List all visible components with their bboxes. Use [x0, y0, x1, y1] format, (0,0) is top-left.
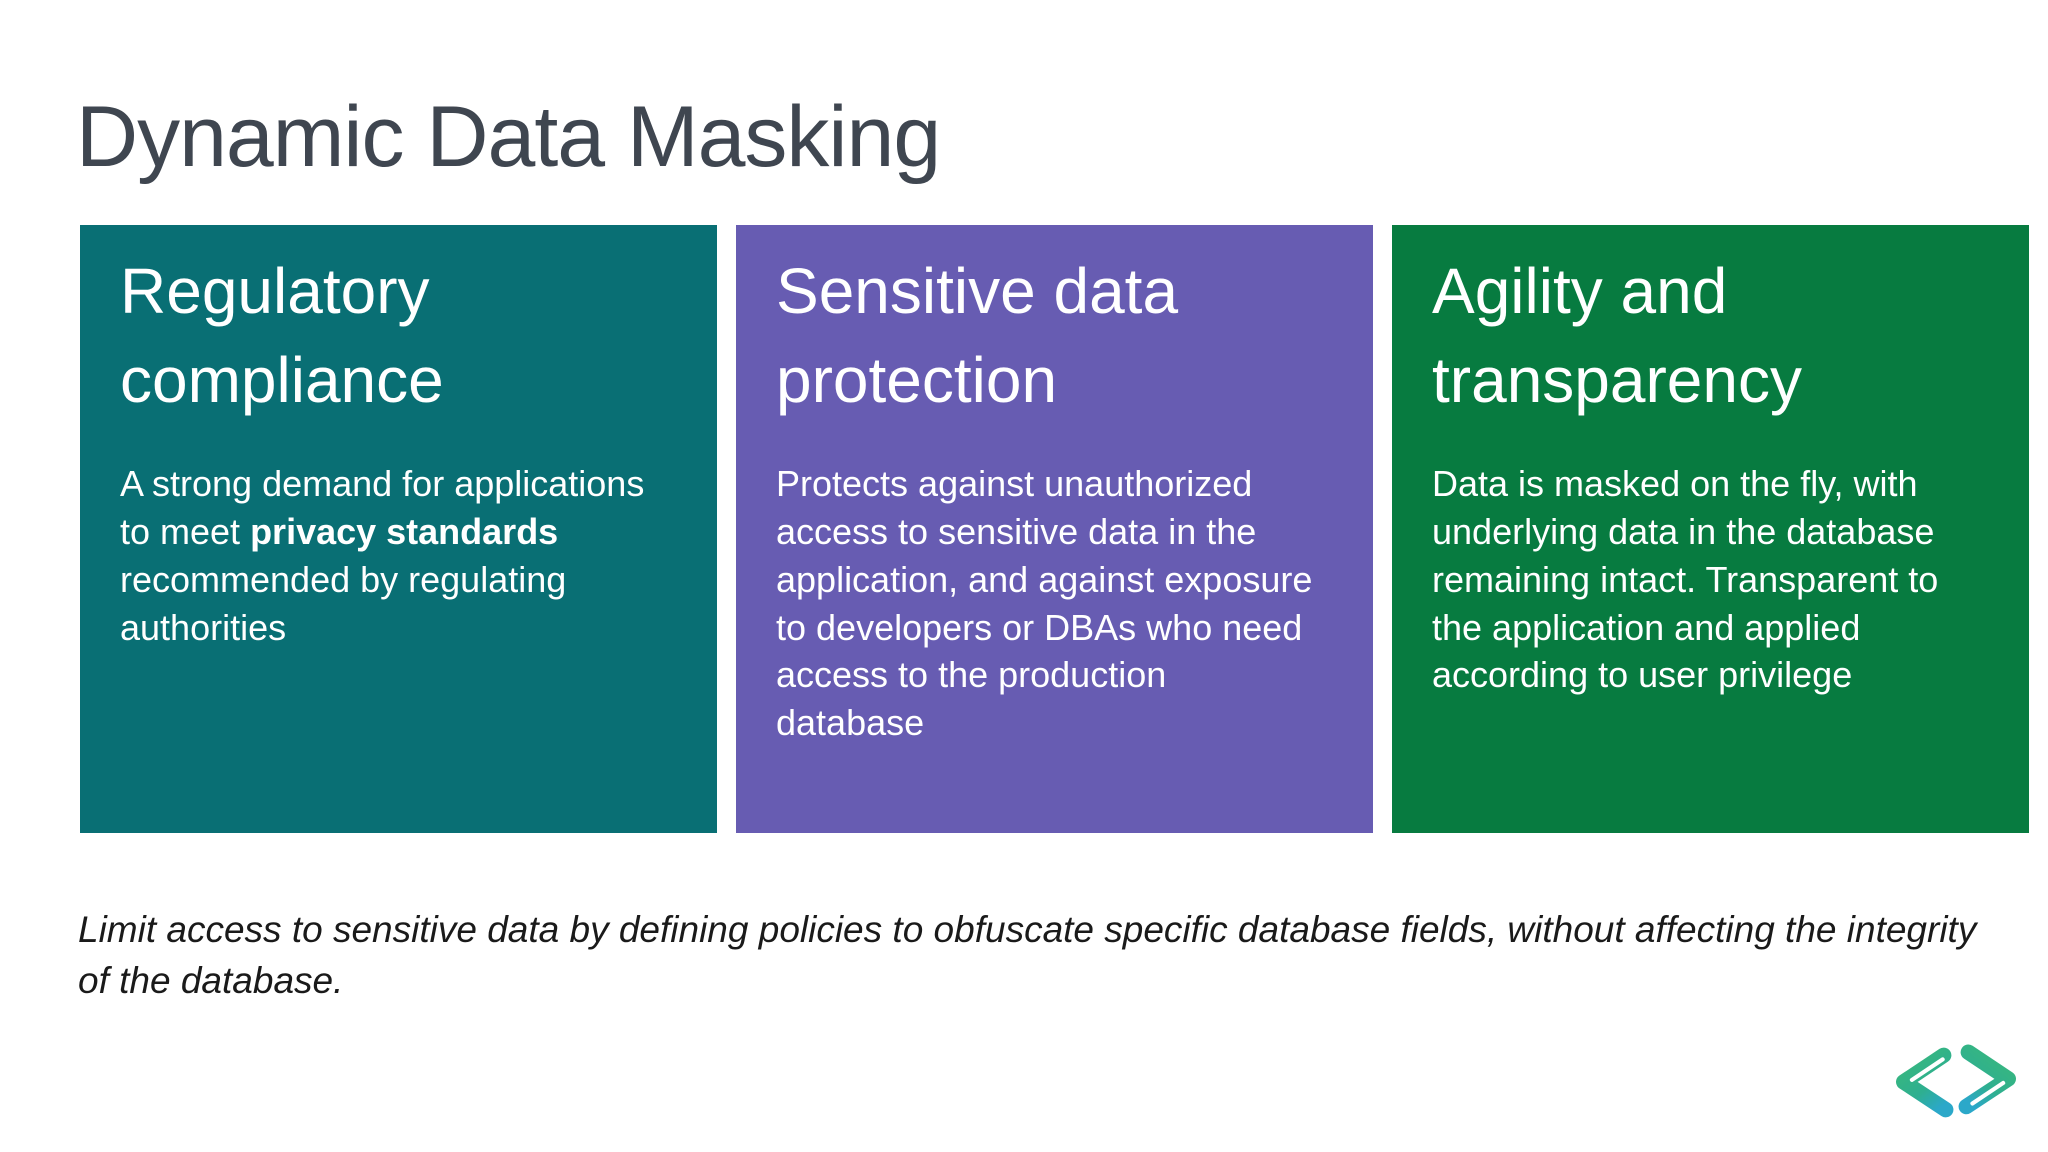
card-body: Data is masked on the fly, with underlyi…	[1432, 462, 1939, 696]
card-title: Agility and transparency	[1432, 255, 1802, 416]
card-body: Protects against unauthorized access to …	[776, 462, 1313, 744]
card-row: Regulatory compliance A strong demand fo…	[80, 225, 2029, 833]
page-title: Dynamic Data Masking	[76, 88, 941, 185]
card-title: Sensitive data protection	[776, 255, 1179, 416]
card-agility-and-transparency: Agility and transparency Data is masked …	[1392, 225, 2029, 833]
card-title: Regulatory compliance	[120, 255, 444, 416]
code-chevrons-icon	[1896, 1044, 2016, 1118]
card-sensitive-data-protection: Sensitive data protection Protects again…	[736, 225, 1373, 833]
card-body: A strong demand for applications to meet…	[120, 462, 645, 648]
card-regulatory-compliance: Regulatory compliance A strong demand fo…	[80, 225, 717, 833]
footer-note: Limit access to sensitive data by defini…	[78, 909, 1977, 1002]
